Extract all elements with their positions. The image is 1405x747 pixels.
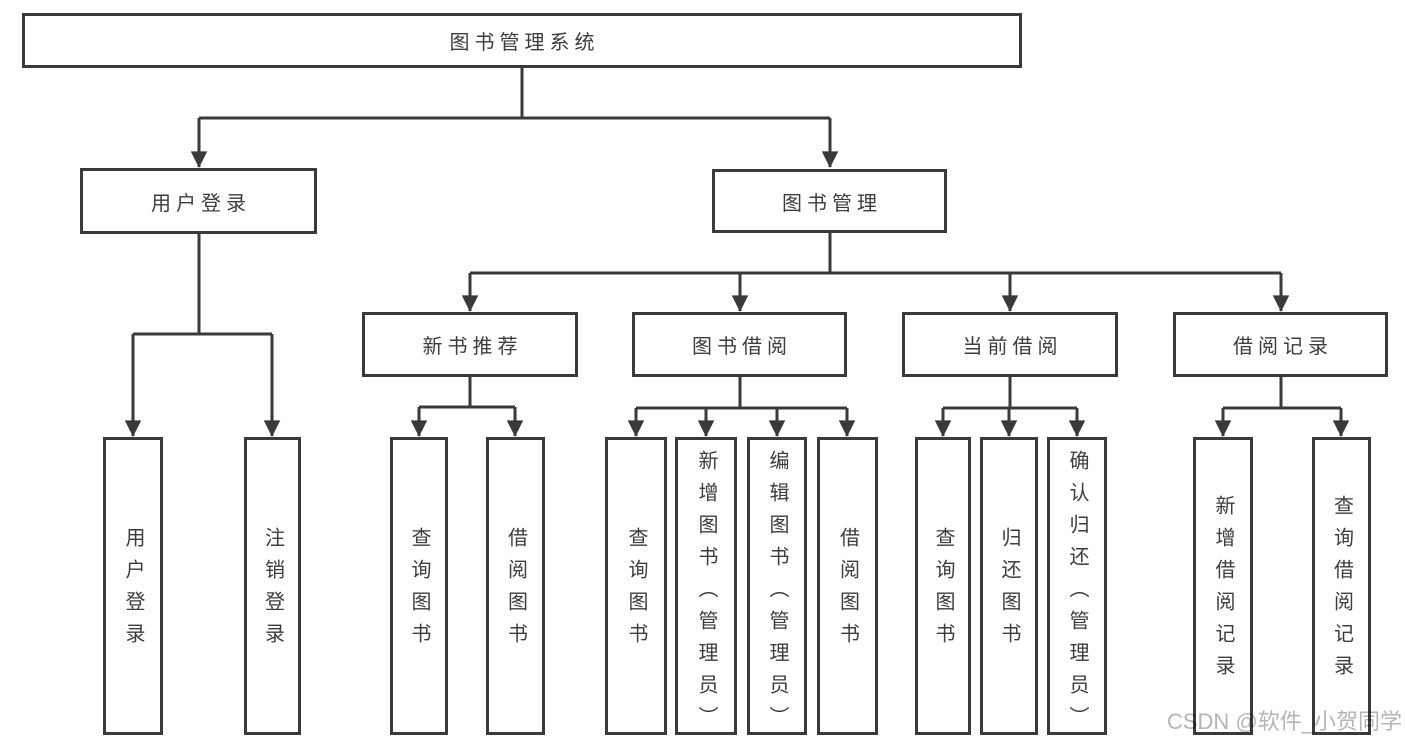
node-new-book-recommendation: 新书推荐: [362, 312, 578, 377]
node-query-books-current: 查询图书: [915, 437, 971, 735]
node-user-login-group: 用户登录: [80, 168, 317, 234]
node-query-borrow-record: 查询借阅记录: [1312, 437, 1371, 735]
node-logout: 注销登录: [244, 437, 301, 735]
watermark: CSDN @软件_小贺同学: [1166, 709, 1402, 734]
node-add-borrow-record: 新增借阅记录: [1193, 437, 1253, 735]
node-return-books: 归还图书: [980, 437, 1038, 735]
node-borrowing-records: 借阅记录: [1173, 312, 1388, 377]
node-edit-books-admin: 编辑图书（管理员）: [747, 437, 807, 738]
node-book-management-group: 图书管理: [712, 169, 947, 233]
node-add-books-admin: 新增图书（管理员）: [675, 437, 737, 738]
node-user-login: 用户登录: [103, 437, 163, 735]
node-library-management-system: 图书管理系统: [22, 13, 1022, 68]
node-borrow-books-recommend: 借阅图书: [486, 437, 545, 735]
node-confirm-return-admin: 确认归还（管理员）: [1047, 437, 1107, 738]
node-book-borrowing: 图书借阅: [632, 312, 847, 377]
node-current-borrowing: 当前借阅: [902, 312, 1118, 377]
node-borrow-books: 借阅图书: [817, 437, 878, 735]
node-query-books-recommend: 查询图书: [390, 437, 448, 735]
node-query-books-borrowing: 查询图书: [605, 437, 667, 735]
